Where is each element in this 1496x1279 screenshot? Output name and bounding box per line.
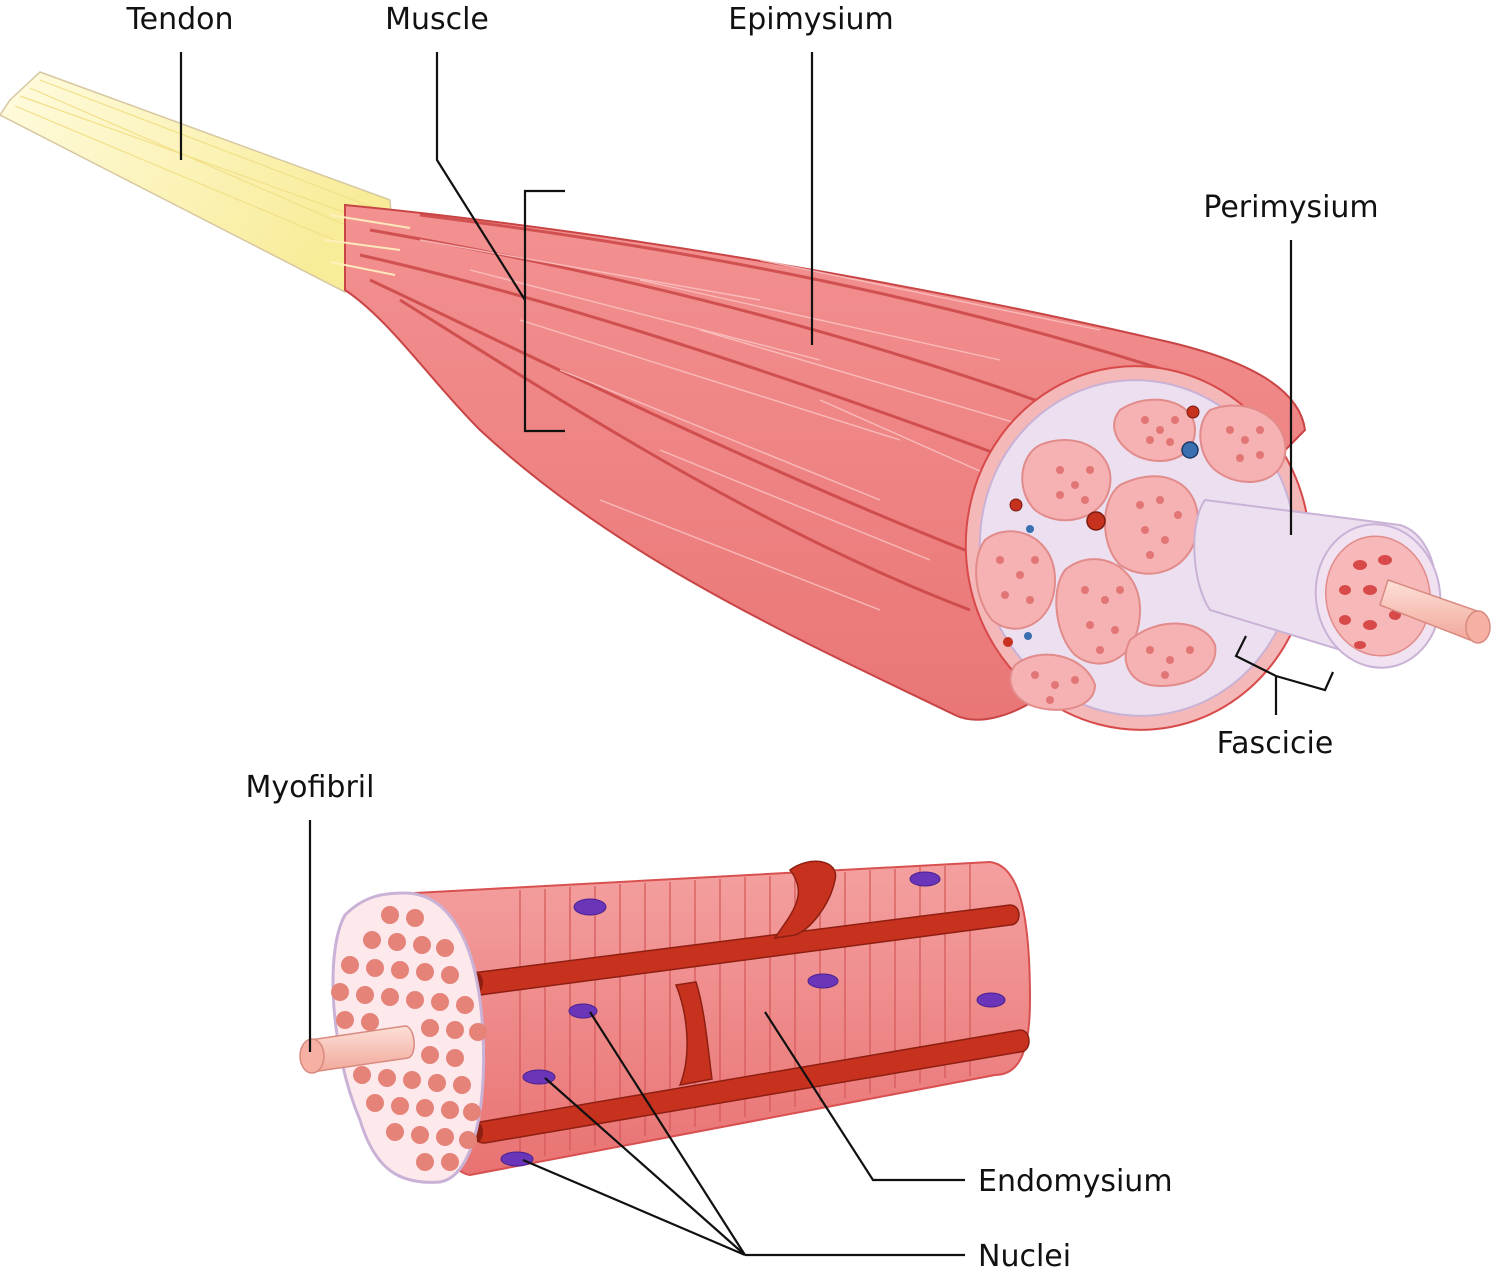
labels: Tendon Muscle Epimysium Perimysium Fasci… (125, 2, 1378, 1274)
fascicle-end (1324, 535, 1432, 657)
nuclei-leader (522, 1011, 965, 1257)
label-perimysium: Perimysium (1203, 190, 1378, 225)
label-nuclei: Nuclei (978, 1239, 1071, 1274)
tendon-muscle-junction (324, 214, 411, 276)
label-myofibril: Myofibril (246, 770, 375, 805)
capillary-branch-vertical (674, 981, 713, 1086)
label-fascicle: Fascicie (1217, 726, 1334, 761)
nucleus (976, 992, 1006, 1008)
nuclei-group (500, 871, 1006, 1167)
myofibril-rod (309, 1025, 415, 1073)
whole-muscle (0, 71, 1491, 731)
nucleus (568, 1003, 598, 1019)
endomysium-leader (764, 1011, 965, 1182)
capillaries (468, 860, 1030, 1144)
fascicle-fibre-dots (996, 416, 1264, 704)
label-tendon: Tendon (125, 2, 233, 37)
nucleus (807, 973, 839, 989)
muscle-fibre-highlights (419, 239, 1101, 611)
fascicle-end-fibres (1339, 555, 1401, 649)
label-muscle: Muscle (385, 2, 489, 37)
fascicle-grooves (359, 213, 1181, 612)
nucleus (909, 871, 941, 887)
protruding-fibre-end (1465, 610, 1491, 644)
myofibril-rod-end (299, 1038, 325, 1074)
muscle-fibre (299, 860, 1032, 1184)
muscle-bracket (523, 189, 565, 433)
nucleus (573, 898, 607, 916)
leader-lines (179, 52, 1335, 1257)
blood-vessels-cross-section (1003, 405, 1200, 647)
label-epimysium: Epimysium (728, 2, 894, 37)
tendon-fibres (14, 79, 386, 256)
capillary-branch-top (773, 860, 837, 939)
muscle-leader (435, 52, 526, 301)
myofibril-cross-sections (331, 906, 487, 1171)
label-endomysium: Endomysium (978, 1164, 1173, 1199)
nucleus (500, 1151, 534, 1167)
